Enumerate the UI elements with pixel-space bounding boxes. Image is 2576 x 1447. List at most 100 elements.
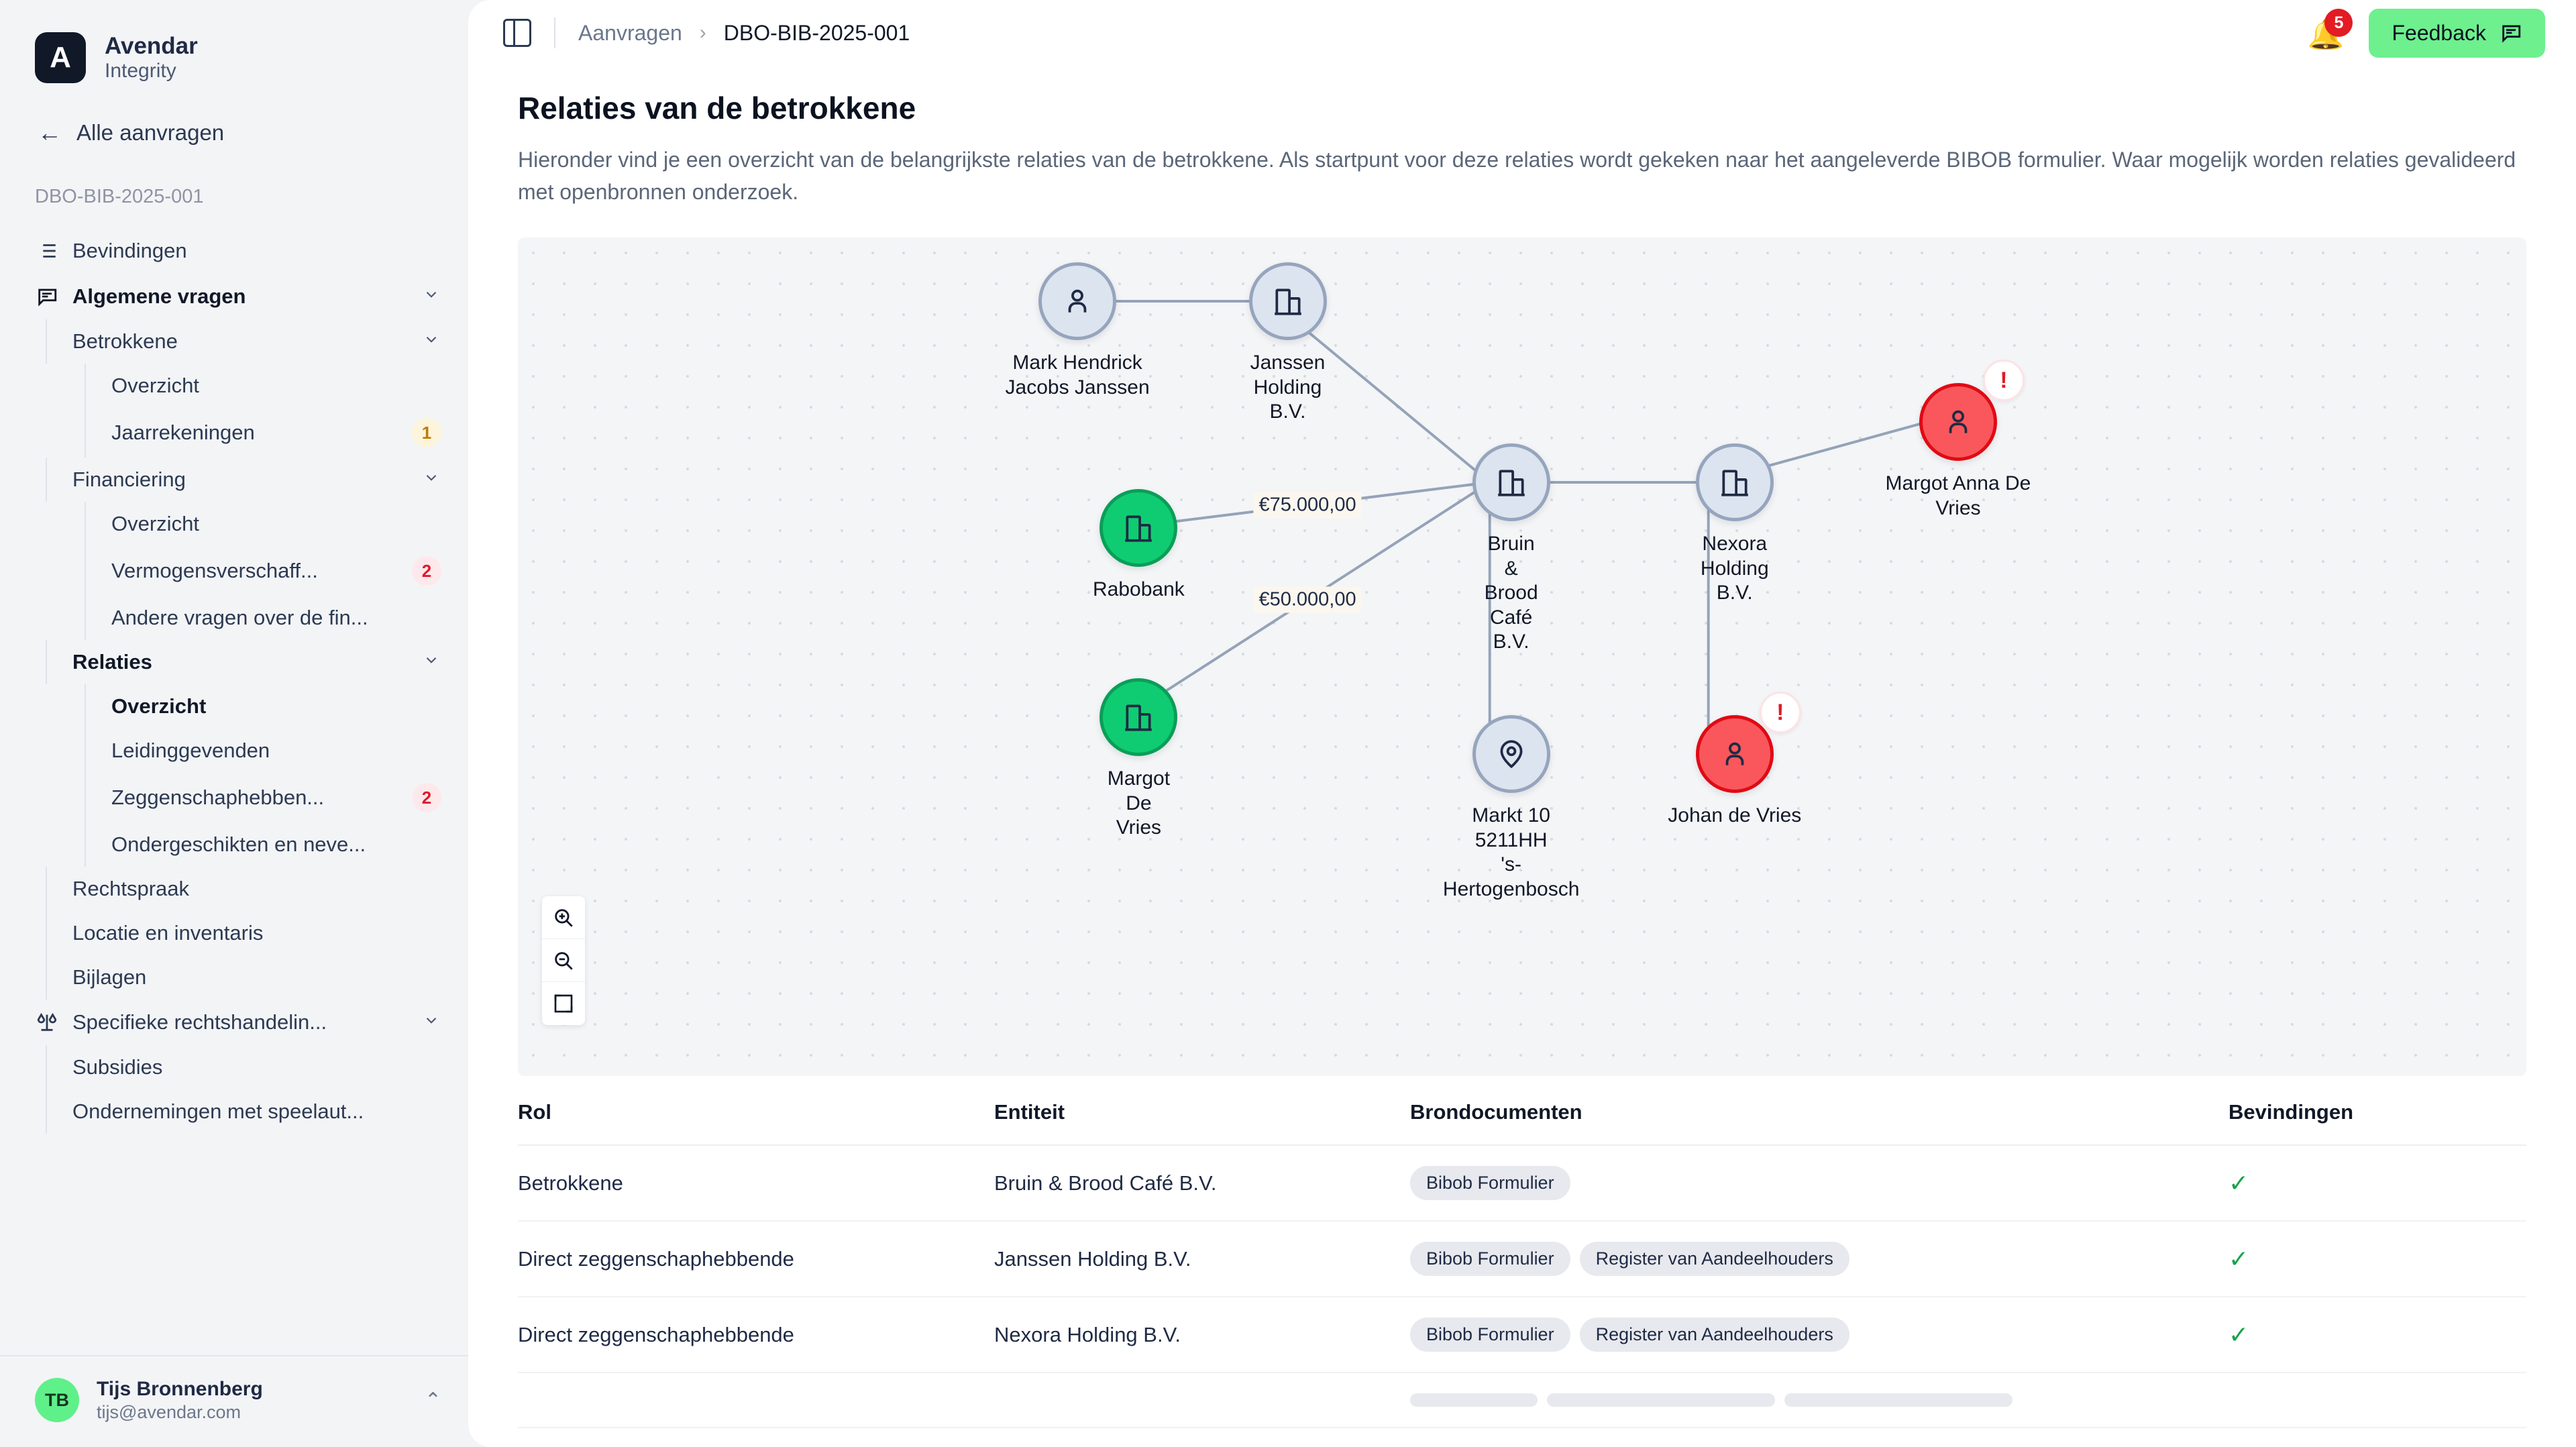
back-link-label: Alle aanvragen <box>76 120 225 145</box>
graph-node-rabo[interactable]: Rabobank <box>1065 488 1212 602</box>
node-label: Bruin & Brood Café B.V. <box>1484 533 1538 653</box>
nav-guide-line <box>46 867 47 911</box>
sidebar-item-algemene-vragen[interactable]: Algemene vragen <box>0 274 468 319</box>
document-chip[interactable]: Register van Aandeelhouders <box>1579 1242 1849 1276</box>
brand-subtitle: Integrity <box>105 59 176 82</box>
node-circle-person[interactable]: ! <box>1919 360 2025 461</box>
chevron-down-icon[interactable] <box>421 651 441 674</box>
graph-node-bruin[interactable]: Bruin & Brood Café B.V. <box>1438 443 1585 655</box>
col-header-brondocumenten: Brondocumenten <box>1410 1076 2229 1146</box>
node-circle-company[interactable] <box>1099 678 1178 756</box>
sidebar-item-label: Jaarrekeningen <box>111 421 255 444</box>
chevron-up-down-icon[interactable]: ⌃ <box>424 1389 441 1411</box>
notifications-button[interactable]: 🔔 5 <box>2306 9 2353 53</box>
node-label: Janssen Holding B.V. <box>1250 352 1326 423</box>
sidebar-item-andere-vragen-over-de-fin[interactable]: Andere vragen over de fin... <box>0 596 468 640</box>
node-circle-company[interactable] <box>1099 488 1178 567</box>
chevron-down-icon[interactable] <box>421 1012 441 1034</box>
feedback-button[interactable]: Feedback <box>2369 8 2545 58</box>
sidebar-item-label: Bijlagen <box>72 965 147 989</box>
document-chip[interactable]: Bibob Formulier <box>1410 1242 1570 1276</box>
document-chip[interactable]: Bibob Formulier <box>1410 1166 1570 1200</box>
sidebar-item-overzicht[interactable]: Overzicht <box>0 684 468 729</box>
document-chip[interactable] <box>1547 1393 1775 1407</box>
cell-brondocumenten: Bibob Formulier Register van Aandeelhoude… <box>1410 1297 2229 1373</box>
sidebar-item-financiering[interactable]: Financiering <box>0 458 468 502</box>
graph-zoom-controls[interactable] <box>542 896 585 1025</box>
back-to-all-requests-link[interactable]: ← Alle aanvragen <box>0 83 468 146</box>
sidebar-item-overzicht[interactable]: Overzicht <box>0 502 468 546</box>
graph-node-nexora[interactable]: Nexora Holding B.V. <box>1661 443 1809 606</box>
check-icon: ✓ <box>2229 1169 2249 1197</box>
col-header-bevindingen: Bevindingen <box>2229 1076 2526 1146</box>
node-circle-location[interactable] <box>1472 715 1550 793</box>
graph-edges <box>1065 300 1928 754</box>
breadcrumb-root[interactable]: Aanvragen <box>578 20 682 45</box>
brand-name: Avendar <box>105 32 198 59</box>
sidebar-item-specifieke-rechtshandelin[interactable]: Specifieke rechtshandelin... <box>0 1000 468 1045</box>
cell-rol: Direct zeggenschaphebbende <box>518 1297 994 1373</box>
sidebar-item-vermogensverschaff[interactable]: Vermogensverschaff...2 <box>0 546 468 596</box>
main-panel: Aanvragen › DBO-BIB-2025-001 🔔 5 Feedbac… <box>468 0 2576 1447</box>
document-chip[interactable] <box>1410 1393 1538 1407</box>
sidebar-item-ondernemingen-met-speelaut[interactable]: Ondernemingen met speelaut... <box>0 1089 468 1134</box>
sidebar-item-label: Algemene vragen <box>72 284 246 308</box>
node-circle-company[interactable] <box>1248 262 1327 340</box>
sidebar-item-overzicht[interactable]: Overzicht <box>0 364 468 408</box>
brand-header[interactable]: A Avendar Integrity <box>0 0 468 83</box>
document-chip-list: Bibob Formulier Register van Aandeelhoude… <box>1410 1318 2229 1352</box>
graph-node-janssen[interactable]: Janssen Holding B.V. <box>1214 262 1362 425</box>
toggle-sidebar-icon[interactable] <box>503 19 531 47</box>
sidebar-item-ondergeschikten-en-neve[interactable]: Ondergeschikten en neve... <box>0 822 468 867</box>
table-header-row: Rol Entiteit Brondocumenten Bevindingen <box>518 1076 2526 1146</box>
document-chip[interactable]: Bibob Formulier <box>1410 1318 1570 1352</box>
graph-node-markt[interactable]: Markt 10 5211HH 's- Hertogenbosch <box>1438 715 1585 902</box>
nav-guide-line <box>46 1045 47 1089</box>
document-chip[interactable] <box>1784 1393 2012 1407</box>
graph-node-mark[interactable]: Mark Hendrick Jacobs Janssen <box>1004 262 1151 400</box>
edge-amount-label: €50.000,00 <box>1253 586 1362 613</box>
sidebar-item-bevindingen[interactable]: Bevindingen <box>0 228 468 274</box>
nav-guide-line <box>46 640 47 684</box>
chat-icon <box>35 284 59 309</box>
chevron-down-icon[interactable] <box>421 331 441 353</box>
node-circle-person[interactable]: ! <box>1695 692 1801 793</box>
document-chip[interactable]: Register van Aandeelhouders <box>1579 1318 1849 1352</box>
node-circle-company[interactable] <box>1695 443 1774 521</box>
graph-node-margotdv[interactable]: Margot De Vries <box>1065 678 1212 841</box>
sidebar-item-relaties[interactable]: Relaties <box>0 640 468 684</box>
sidebar-item-label: Financiering <box>72 468 186 491</box>
sidebar-item-locatie-en-inventaris[interactable]: Locatie en inventaris <box>0 911 468 955</box>
chevron-down-icon[interactable] <box>421 469 441 491</box>
node-circle-company[interactable] <box>1472 443 1550 521</box>
chevron-down-icon[interactable] <box>421 286 441 308</box>
sidebar-item-leidinggevenden[interactable]: Leidinggevenden <box>0 729 468 773</box>
sidebar-item-zeggenschaphebben[interactable]: Zeggenschaphebben...2 <box>0 773 468 822</box>
cell-bevindingen <box>2229 1373 2526 1428</box>
zoom-in-icon[interactable] <box>542 896 585 939</box>
sidebar-item-label: Ondernemingen met speelaut... <box>72 1100 364 1123</box>
zoom-out-icon[interactable] <box>542 939 585 982</box>
sidebar-item-rechtspraak[interactable]: Rechtspraak <box>0 867 468 911</box>
graph-node-margotanna[interactable]: !Margot Anna De Vries <box>1884 360 2032 521</box>
sidebar-item-label: Ondergeschikten en neve... <box>111 833 366 856</box>
table-row[interactable] <box>518 1373 2526 1428</box>
node-label: Nexora Holding B.V. <box>1700 533 1769 604</box>
sidebar-item-betrokkene[interactable]: Betrokkene <box>0 319 468 364</box>
sidebar-item-subsidies[interactable]: Subsidies <box>0 1045 468 1089</box>
node-circle-person[interactable] <box>1038 262 1117 340</box>
sidebar-item-label: Vermogensverschaff... <box>111 559 318 582</box>
fit-view-icon[interactable] <box>542 982 585 1025</box>
sidebar-item-bijlagen[interactable]: Bijlagen <box>0 955 468 1000</box>
edge-amount-label: €75.000,00 <box>1253 492 1362 519</box>
sidebar-item-label: Specifieke rechtshandelin... <box>72 1010 327 1034</box>
user-profile-switcher[interactable]: TB Tijs Bronnenberg tijs@avendar.com ⌃ <box>0 1354 468 1447</box>
nav-guide-line <box>46 955 47 1000</box>
nav-guide-line <box>85 822 86 867</box>
graph-node-johan[interactable]: !Johan de Vries <box>1661 692 1809 828</box>
